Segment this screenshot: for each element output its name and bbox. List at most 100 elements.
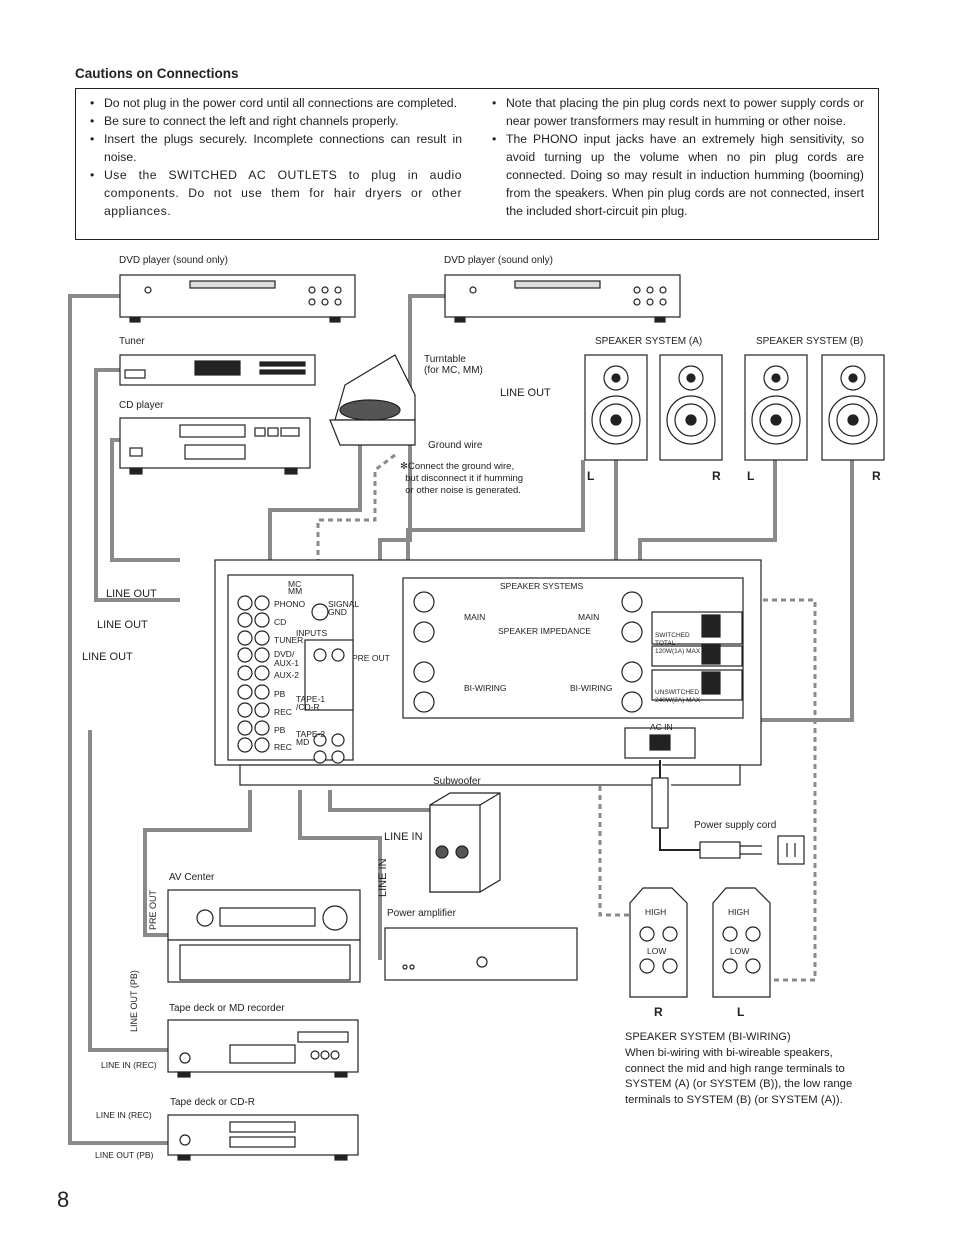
power-supply-cord-label: Power supply cord <box>694 820 777 831</box>
cable-cd <box>110 438 180 562</box>
speaker-a-right-marker: R <box>712 469 721 483</box>
line-in-label: LINE IN <box>384 831 423 843</box>
tape-md-label: Tape deck or MD recorder <box>169 1003 285 1014</box>
power-amp-unit <box>384 927 578 981</box>
line-out-label-3: LINE OUT <box>82 651 133 663</box>
panel-tape2: TAPE-2 MD <box>296 729 326 747</box>
av-center-unit <box>167 889 361 983</box>
panel-rec: REC <box>274 707 292 717</box>
line-out-pb-label: LINE OUT (PB) <box>95 1150 154 1160</box>
caution-item: Do not plug in the power cord until all … <box>90 94 462 112</box>
caution-item: Insert the plugs securely. Incomplete co… <box>90 130 462 166</box>
speaker-a-right <box>659 354 723 461</box>
cable-av <box>143 790 252 937</box>
subwoofer-label: Subwoofer <box>433 776 481 787</box>
cable-power-amp <box>298 790 382 960</box>
caution-item: Note that placing the pin plug cords nex… <box>492 94 864 130</box>
tuner-label: Tuner <box>119 336 145 347</box>
speaker-b-right <box>821 354 885 461</box>
caution-item: The PHONO input jacks have an extremely … <box>492 130 864 220</box>
line-out-top-label: LINE OUT <box>500 387 551 399</box>
panel-pb2: PB <box>274 725 286 735</box>
biwire-low-label-l: LOW <box>730 946 750 956</box>
panel-biwiring-a: BI-WIRING <box>464 683 507 693</box>
dvd-player-2-label: DVD player (sound only) <box>444 255 553 266</box>
cable-tuner <box>94 368 180 602</box>
cable-turntable <box>268 440 362 560</box>
panel-inputs: INPUTS <box>296 628 328 638</box>
cautions-right-list: Note that placing the pin plug cords nex… <box>492 94 864 220</box>
cautions-left-list: Do not plug in the power cord until all … <box>90 94 462 220</box>
panel-cd: CD <box>274 617 287 627</box>
biwire-description: When bi-wiring with bi-wireable speakers… <box>625 1047 853 1106</box>
caution-item: Use the SWITCHED AC OUTLETS to plug in a… <box>90 166 462 220</box>
dvd-player-1 <box>119 274 356 323</box>
power-plug <box>651 760 805 865</box>
panel-mm: MM <box>288 586 303 596</box>
line-in-rec-label-1: LINE IN (REC) <box>101 1060 157 1070</box>
tuner-unit <box>119 354 316 386</box>
caution-item: Be sure to connect the left and right ch… <box>90 112 462 130</box>
panel-mc: MC <box>288 579 302 589</box>
speaker-system-a-label: SPEAKER SYSTEM (A) <box>595 336 703 347</box>
panel-aux2: AUX-2 <box>274 670 300 680</box>
speaker-b-right-marker: R <box>872 469 881 483</box>
amplifier-rear-panel <box>214 559 762 786</box>
panel-ac-in: AC IN <box>650 722 673 732</box>
line-in-vertical-label: LINE IN <box>377 858 389 897</box>
cd-player-unit <box>119 417 311 475</box>
biwire-high-label-r: HIGH <box>645 907 667 917</box>
panel-main-b: MAIN <box>578 612 600 622</box>
cable-tape-md <box>88 730 168 1052</box>
turntable-label: Turntable (for MC, MM) <box>424 354 483 376</box>
tape-cdr-label: Tape deck or CD-R <box>170 1097 256 1108</box>
panel-tape1: TAPE-1 /CD-R <box>296 694 326 712</box>
panel-biwiring-b: BI-WIRING <box>570 683 613 693</box>
panel-phono: PHONO <box>274 599 306 609</box>
panel-rec2: REC <box>274 742 292 752</box>
panel-speaker-systems: SPEAKER SYSTEMS <box>500 581 584 591</box>
subwoofer-unit <box>429 792 501 893</box>
cautions-box: Do not plug in the power cord until all … <box>75 88 879 240</box>
cd-player-label: CD player <box>119 400 164 411</box>
ground-wire-label: Ground wire <box>428 440 483 451</box>
dvd-player-1-label: DVD player (sound only) <box>119 255 228 266</box>
biwire-high-label-l: HIGH <box>728 907 750 917</box>
line-out-label-1: LINE OUT <box>106 588 157 600</box>
line-in-rec-label-2: LINE IN (REC) <box>96 1110 152 1120</box>
speaker-a-left <box>584 354 648 461</box>
cable-sub <box>328 790 432 812</box>
line-out-pb-vertical-label: LINE OUT (PB) <box>129 970 139 1032</box>
cable-dvd1 <box>68 294 168 1145</box>
speaker-system-b-label: SPEAKER SYSTEM (B) <box>756 336 864 347</box>
panel-signal-gnd: SIGNAL GND <box>328 599 360 617</box>
tape-cdr-unit <box>167 1114 359 1161</box>
speaker-a-left-marker: L <box>587 469 595 483</box>
power-amplifier-label: Power amplifier <box>387 908 456 919</box>
biwire-low-label-r: LOW <box>647 946 667 956</box>
biwire-l-marker: L <box>737 1005 745 1019</box>
panel-tuner: TUNER <box>274 635 304 645</box>
biwire-terminal-l <box>712 887 771 998</box>
ground-note: ✻Connect the ground wire, but disconnect… <box>400 461 524 496</box>
page-number: 8 <box>57 1187 70 1212</box>
panel-dvd: DVD/ AUX-1 <box>274 649 300 668</box>
panel-switched: SWITCHED TOTAL 120W(1A) MAX <box>655 632 701 655</box>
speaker-b-left-marker: L <box>747 469 755 483</box>
line-out-label-2: LINE OUT <box>97 619 148 631</box>
biwire-r-marker: R <box>654 1005 663 1019</box>
pre-out-vertical-label: PRE OUT <box>148 889 158 930</box>
panel-main-a: MAIN <box>464 612 486 622</box>
biwire-terminal-r <box>629 887 688 998</box>
panel-impedance: SPEAKER IMPEDANCE <box>498 626 592 636</box>
dvd-player-2 <box>444 274 681 323</box>
biwire-title: SPEAKER SYSTEM (BI-WIRING) <box>625 1031 791 1043</box>
tape-md-unit <box>167 1019 359 1078</box>
cautions-heading: Cautions on Connections <box>75 66 239 81</box>
speaker-b-left <box>744 354 808 461</box>
panel-unswitched: UNSWITCHED 240W(2A) MAX <box>655 689 701 704</box>
panel-pb: PB <box>274 689 286 699</box>
ground-wire <box>316 453 396 600</box>
av-center-label: AV Center <box>169 872 215 883</box>
